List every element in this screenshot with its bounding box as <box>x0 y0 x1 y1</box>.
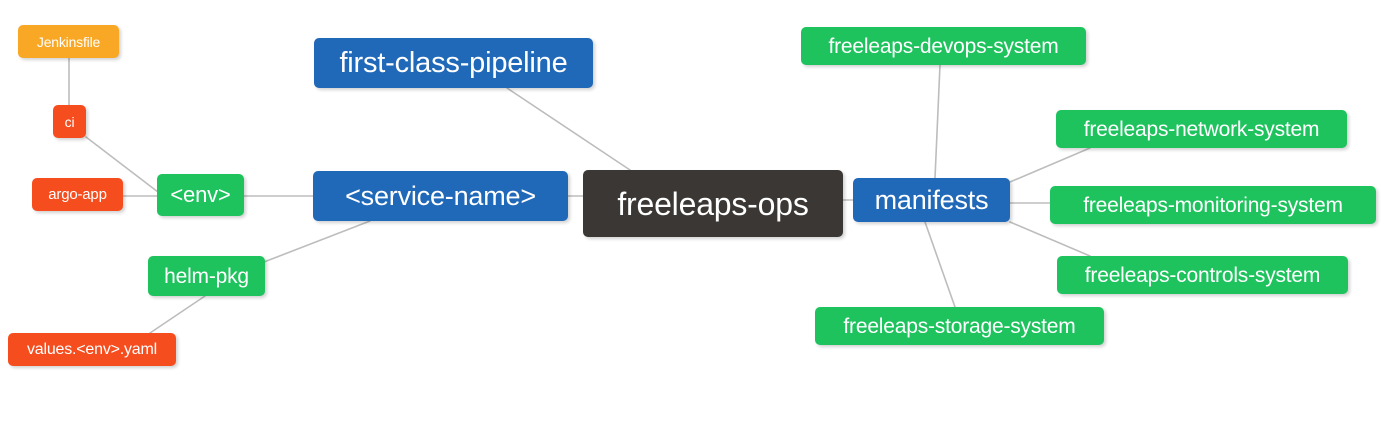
node-argo-app[interactable]: argo-app <box>32 178 123 211</box>
node-manifests[interactable]: manifests <box>853 178 1010 222</box>
node-ci[interactable]: ci <box>53 105 86 138</box>
node-service-name[interactable]: <service-name> <box>313 171 568 221</box>
node-label-argo-app: argo-app <box>48 186 107 203</box>
node-label-freeleaps-network-system: freeleaps-network-system <box>1083 117 1320 141</box>
node-freeleaps-controls-system[interactable]: freeleaps-controls-system <box>1057 256 1348 294</box>
edge-helm-pkg-to-service-name <box>263 220 371 263</box>
node-label-freeleaps-controls-system: freeleaps-controls-system <box>1084 263 1321 287</box>
node-label-env: <env> <box>170 182 231 207</box>
node-freeleaps-storage-system[interactable]: freeleaps-storage-system <box>815 307 1104 345</box>
node-freeleaps-monitoring-system[interactable]: freeleaps-monitoring-system <box>1050 186 1376 224</box>
node-label-first-class-pipeline: first-class-pipeline <box>339 46 568 79</box>
node-label-freeleaps-storage-system: freeleaps-storage-system <box>843 314 1076 338</box>
node-label-jenkinsfile: Jenkinsfile <box>36 33 101 50</box>
node-values-yaml[interactable]: values.<env>.yaml <box>8 333 176 366</box>
node-helm-pkg[interactable]: helm-pkg <box>148 256 265 296</box>
node-freeleaps-devops-system[interactable]: freeleaps-devops-system <box>801 27 1086 65</box>
node-env[interactable]: <env> <box>157 174 244 216</box>
node-first-class-pipeline[interactable]: first-class-pipeline <box>314 38 593 88</box>
edge-values-yaml-to-helm-pkg <box>149 295 206 334</box>
node-label-freeleaps-ops: freeleaps-ops <box>617 185 809 222</box>
edge-first-class-pipeline-to-freeleaps-ops <box>506 87 631 171</box>
node-label-freeleaps-devops-system: freeleaps-devops-system <box>828 34 1059 58</box>
node-label-manifests: manifests <box>874 184 989 215</box>
node-label-service-name: <service-name> <box>345 180 536 211</box>
node-label-ci: ci <box>64 113 75 130</box>
node-freeleaps-ops[interactable]: freeleaps-ops <box>583 170 843 237</box>
node-freeleaps-network-system[interactable]: freeleaps-network-system <box>1056 110 1347 148</box>
node-label-values-yaml: values.<env>.yaml <box>26 340 157 358</box>
edge-manifests-to-freeleaps-storage-system <box>924 221 956 308</box>
node-jenkinsfile[interactable]: Jenkinsfile <box>18 25 119 58</box>
edge-manifests-to-freeleaps-network-system <box>1009 147 1091 183</box>
edge-manifests-to-freeleaps-devops-system <box>934 64 941 179</box>
node-label-helm-pkg: helm-pkg <box>164 264 249 288</box>
edge-manifests-to-freeleaps-controls-system <box>1009 221 1091 257</box>
node-label-freeleaps-monitoring-system: freeleaps-monitoring-system <box>1083 193 1343 217</box>
